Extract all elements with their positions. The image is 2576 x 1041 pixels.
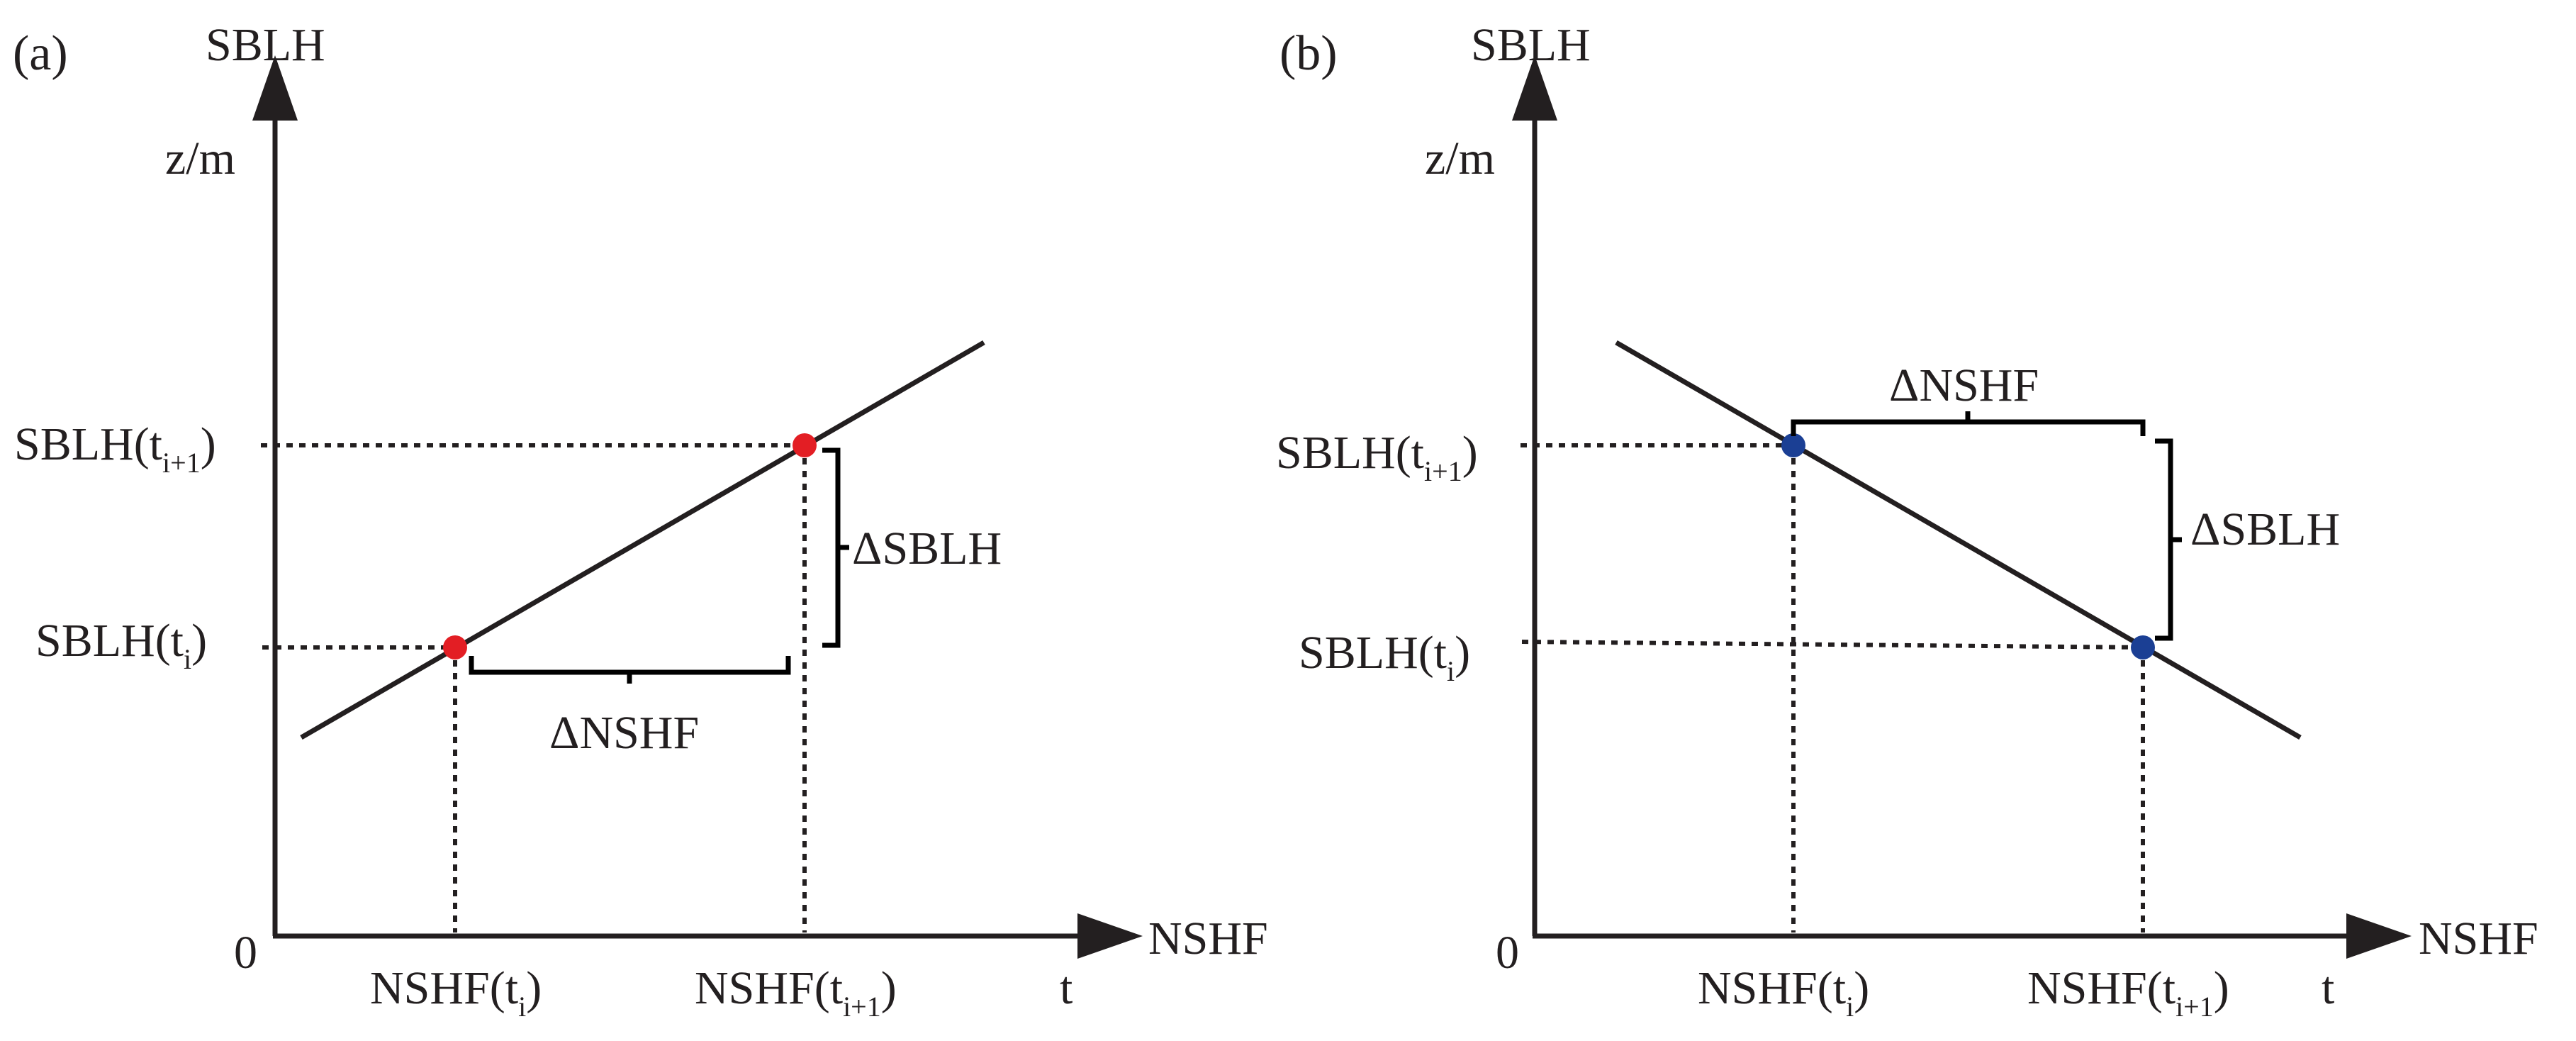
panel-b-x-axis-sublabel: t <box>2322 962 2334 1014</box>
panel-b-delta-y-label: ΔSBLH <box>2190 503 2340 555</box>
panel-a-y-axis-title: SBLH <box>206 19 325 71</box>
panel-b-origin-label: 0 <box>1496 927 1519 979</box>
panel-b-y-axis-arrowhead <box>1512 55 1557 121</box>
panel-b-x-axis-title: NSHF <box>2419 913 2538 964</box>
panel-b-delta-x-brace <box>1791 411 2146 436</box>
panel-b-y-tick-upper: SBLH(ti+1) <box>1276 427 1478 487</box>
panel-b-x-tick-right: NSHF(ti+1) <box>2027 962 2229 1023</box>
panel-b-y-tick-lower: SBLH(ti) <box>1299 627 1470 687</box>
panel-a-delta-x-brace <box>469 656 791 684</box>
panel-b-x-tick-left: NSHF(ti) <box>1698 962 1869 1023</box>
panel-a-point-ti <box>443 635 467 659</box>
panel-a-y-axis-arrowhead <box>252 55 298 121</box>
panel-b-point-ti <box>2131 635 2155 659</box>
panel-a-point-ti1 <box>793 433 817 457</box>
panel-a-y-tick-upper: SBLH(ti+1) <box>14 418 216 479</box>
panel-a-delta-y-brace <box>822 447 849 648</box>
panel-a-origin-label: 0 <box>234 927 257 979</box>
panel-a-delta-y-label: ΔSBLH <box>852 523 1002 574</box>
panel-a: (a) SBLH z/m 0 NSHF t ΔNSHF ΔSBLH SBLH(t… <box>13 19 1268 1023</box>
panel-a-y-axis-unit: z/m <box>165 133 235 184</box>
panel-b-label: (b) <box>1279 26 1338 81</box>
panel-b-y-axis-unit: z/m <box>1425 133 1495 184</box>
panel-a-y-tick-lower: SBLH(ti) <box>35 615 207 675</box>
panel-b-x-axis-arrowhead <box>2346 913 2412 959</box>
panel-a-delta-x-label: ΔNSHF <box>549 707 699 759</box>
panel-a-x-tick-right: NSHF(ti+1) <box>695 962 897 1023</box>
panel-b-delta-x-label: ΔNSHF <box>1889 360 2039 411</box>
panel-b-trend-line <box>1615 340 2302 740</box>
panel-b-guide-lower-h <box>1521 640 2144 650</box>
panel-b-delta-y-brace <box>2155 438 2182 641</box>
panel-b-point-ti1 <box>1781 433 1805 457</box>
panel-a-x-tick-left: NSHF(ti) <box>370 962 542 1023</box>
panel-a-x-axis-title: NSHF <box>1148 913 1268 964</box>
panel-a-x-axis-sublabel: t <box>1060 962 1073 1014</box>
panel-a-trend-line <box>300 340 985 740</box>
panel-b: (b) SBLH z/m 0 NSHF t ΔNSHF ΔSBLH SBLH(t… <box>1276 19 2538 1023</box>
panel-a-x-axis-arrowhead <box>1077 913 1143 959</box>
panel-a-label: (a) <box>13 26 68 81</box>
panel-b-y-axis-title: SBLH <box>1471 19 1591 71</box>
